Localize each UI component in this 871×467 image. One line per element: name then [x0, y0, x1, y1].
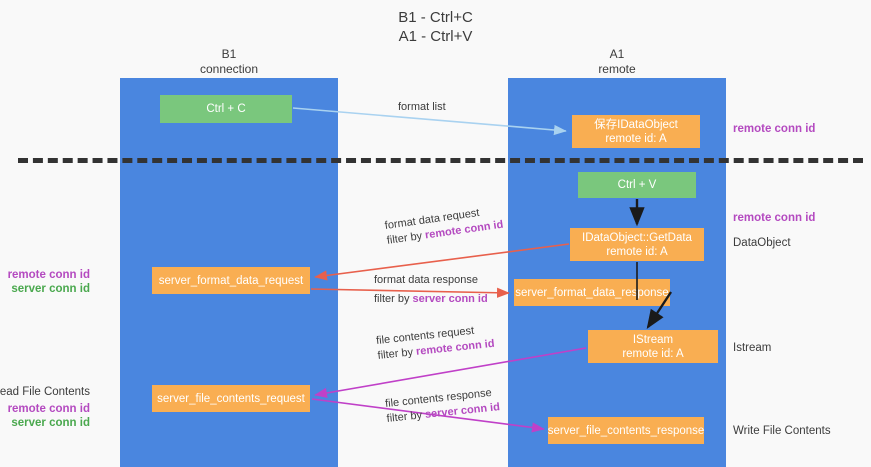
- node-istream-line1: IStream: [632, 333, 674, 346]
- node-idataobject-getdata[interactable]: IDataObject::GetData remote id: A: [570, 228, 704, 261]
- column-header-b1-name: B1: [221, 47, 237, 61]
- edge-label-format-data-response: format data response filter by server co…: [374, 273, 488, 307]
- node-ctrl-v-label: Ctrl + V: [617, 179, 657, 191]
- filter-prefix: filter by: [386, 229, 426, 247]
- column-header-b1: B1 connection: [120, 47, 338, 77]
- edge-label-format-list-text: format list: [398, 101, 446, 113]
- edge-label-file-contents-request: file contents request filter by remote c…: [375, 322, 496, 364]
- right-note-remote-conn-id-2: remote conn id: [733, 212, 816, 224]
- node-getdata-line1: IDataObject::GetData: [582, 231, 692, 244]
- filter-prefix: filter by: [386, 408, 426, 425]
- left-note-server-conn-id-1: server conn id: [11, 283, 90, 295]
- node-idataobject[interactable]: 保存IDataObject remote id: A: [572, 115, 700, 148]
- column-header-a1-subtitle: remote: [598, 62, 636, 76]
- right-note-write-file-contents: Write File Contents: [733, 425, 831, 437]
- left-note-remote-conn-id-1: remote conn id: [7, 269, 90, 281]
- edge-label-format-list: format list: [398, 100, 446, 115]
- edge-label-format-data-response-text: format data response: [374, 274, 478, 286]
- node-server-format-data-response[interactable]: server_format_data_response: [514, 279, 670, 306]
- column-header-a1-name: A1: [609, 47, 625, 61]
- filter-prefix: filter by: [374, 293, 413, 305]
- left-note-server-conn-id-2: server conn id: [11, 417, 90, 429]
- node-idataobject-line1: 保存IDataObject: [594, 118, 678, 131]
- diagram-title-line-1: B1 - Ctrl+C: [398, 9, 473, 26]
- node-server-format-data-response-label: server_format_data_response: [515, 286, 669, 299]
- left-note-read-file-contents: Read File Contents: [0, 386, 90, 398]
- node-getdata-line2: remote id: A: [606, 245, 668, 258]
- right-note-remote-conn-id-1: remote conn id: [733, 123, 816, 135]
- node-istream-line2: remote id: A: [622, 347, 684, 360]
- edge-label-format-data-request: format data request filter by remote con…: [384, 203, 504, 249]
- node-ctrl-c[interactable]: Ctrl + C: [160, 95, 292, 123]
- filter-prefix: filter by: [377, 345, 417, 362]
- phase-separator-dashed-line: [18, 158, 863, 163]
- right-note-dataobject: DataObject: [733, 237, 791, 249]
- filter-key-server-conn-id: server conn id: [412, 293, 488, 305]
- left-note-conn-ids-2: remote conn id server conn id: [8, 402, 90, 430]
- diagram-title-line-2: A1 - Ctrl+V: [398, 28, 473, 45]
- node-server-file-contents-request-label: server_file_contents_request: [157, 392, 305, 405]
- column-header-b1-subtitle: connection: [199, 62, 259, 76]
- node-idataobject-line2: remote id: A: [605, 132, 667, 145]
- node-server-file-contents-response-label: server_file_contents_response: [547, 424, 705, 437]
- edge-label-file-contents-response: file contents response filter by server …: [384, 385, 501, 427]
- node-ctrl-c-label: Ctrl + C: [206, 103, 246, 115]
- right-note-istream: Istream: [733, 342, 772, 354]
- left-note-remote-conn-id-2: remote conn id: [7, 403, 90, 415]
- node-server-format-data-request-label: server_format_data_request: [158, 274, 304, 287]
- node-ctrl-v[interactable]: Ctrl + V: [578, 172, 696, 198]
- node-server-file-contents-request[interactable]: server_file_contents_request: [152, 385, 310, 412]
- left-note-conn-ids-1: remote conn id server conn id: [8, 268, 90, 296]
- edge-label-format-data-response-filter: filter by server conn id: [374, 292, 488, 307]
- column-header-a1: A1 remote: [508, 47, 726, 77]
- node-server-file-contents-response[interactable]: server_file_contents_response: [548, 417, 704, 444]
- node-istream[interactable]: IStream remote id: A: [588, 330, 718, 363]
- node-server-format-data-request[interactable]: server_format_data_request: [152, 267, 310, 294]
